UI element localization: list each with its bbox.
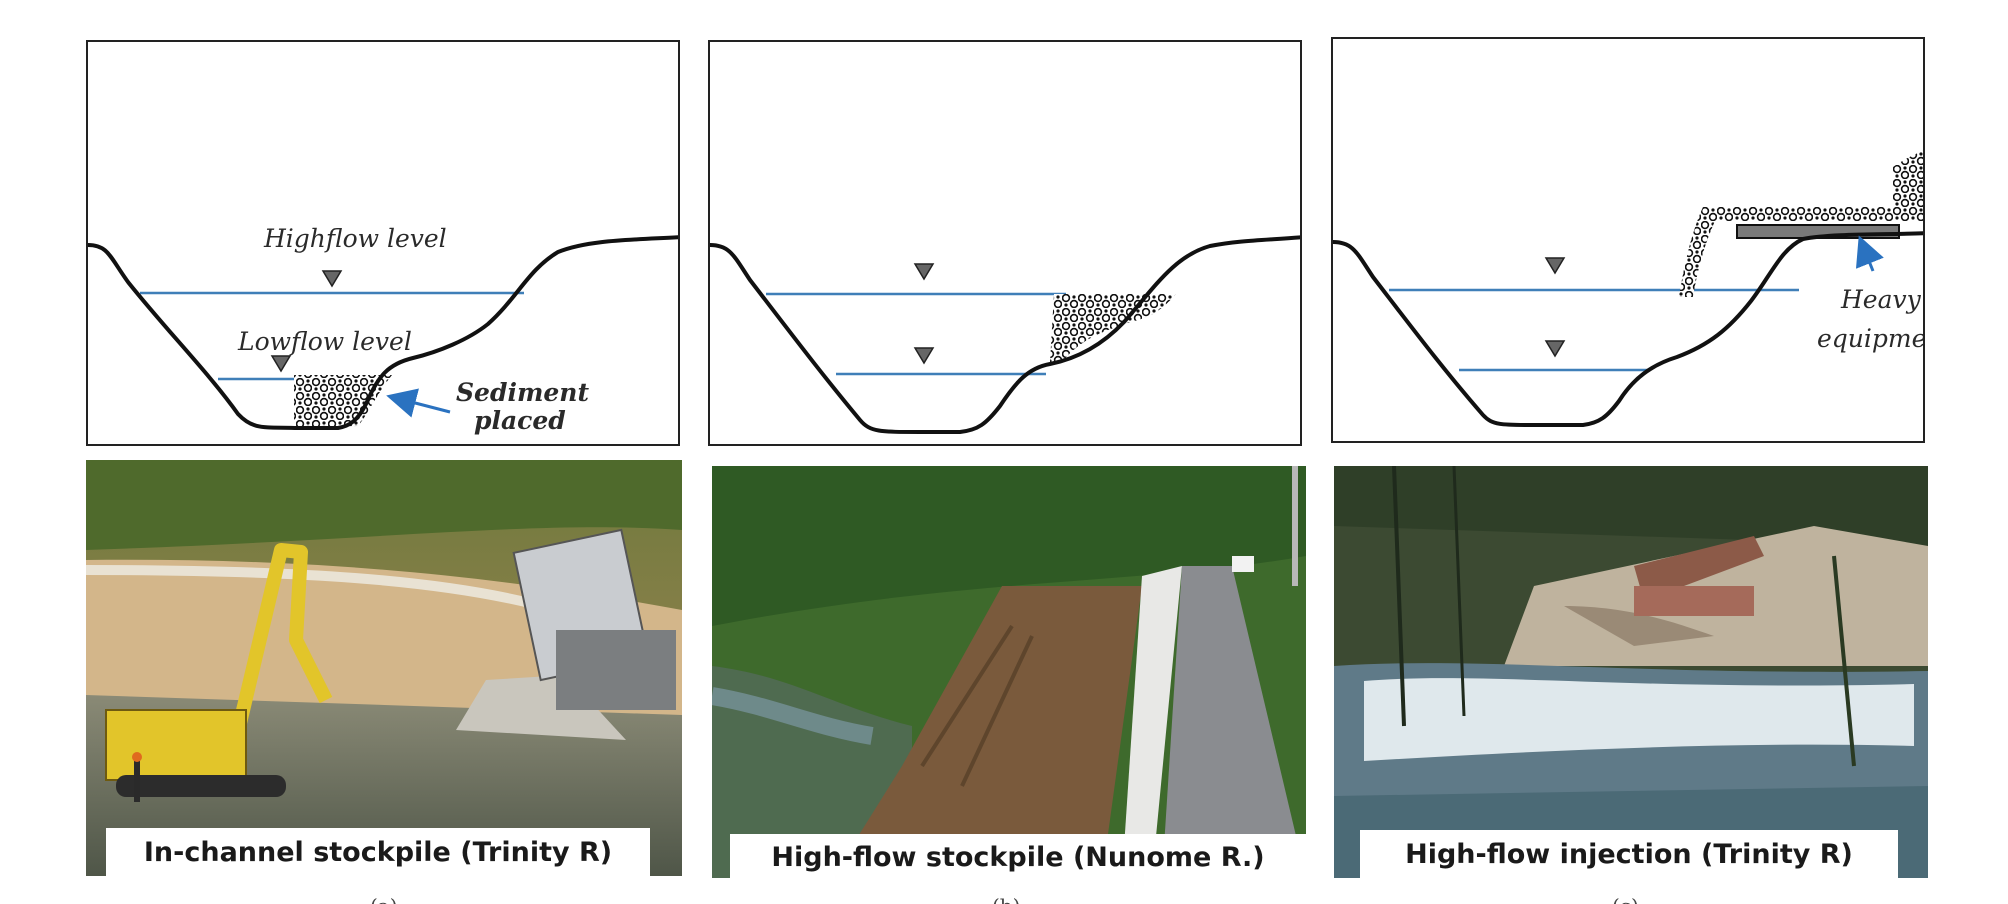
sediment-arrow	[386, 388, 451, 418]
lowflow-level-label: Lowflow level	[238, 327, 412, 356]
lowflow-marker	[1544, 340, 1566, 358]
diagram-high-flow-stockpile	[708, 40, 1302, 446]
gravel-stockpile	[1893, 150, 1923, 221]
caption-high-flow-injection: High-flow injection (Trinity R)	[1360, 830, 1898, 878]
heavy-equipment-label-line2: equipment	[1817, 324, 1925, 353]
lowflow-marker	[270, 355, 292, 373]
highflow-marker	[1544, 257, 1566, 275]
sublabel-b: (b)	[992, 896, 1020, 904]
sublabel-a: (a)	[370, 896, 398, 904]
sediment-label-line1: Sediment	[456, 378, 590, 407]
channel-profile	[88, 235, 678, 430]
caption-in-channel-stockpile: In-channel stockpile (Trinity R)	[106, 828, 650, 876]
lowflow-marker	[913, 347, 935, 365]
diagram-in-channel-stockpile: Highflow level Lowflow level Sediment pl…	[86, 40, 680, 446]
highflow-level-label: Highflow level	[264, 224, 447, 253]
sublabel-c: (c)	[1612, 896, 1639, 904]
photo-nunome-high-flow	[712, 466, 1306, 878]
sediment-pile	[294, 375, 392, 427]
photo-trinity-in-channel	[86, 460, 682, 876]
channel-profile	[1333, 231, 1923, 428]
equipment-arrow	[1855, 235, 1884, 272]
caption-high-flow-stockpile: High-flow stockpile (Nunome R.)	[730, 834, 1306, 880]
channel-profile	[710, 235, 1300, 434]
sediment-pile	[1050, 294, 1176, 362]
injection-gravel-stream	[1679, 207, 1893, 297]
photo-trinity-high-flow-injection	[1334, 466, 1928, 878]
diagram-high-flow-injection: Heavy equipment	[1331, 37, 1925, 443]
highflow-marker	[913, 263, 935, 281]
heavy-equipment-label-line1: Heavy	[1841, 285, 1921, 314]
sediment-label-line2: placed	[474, 406, 566, 435]
highflow-marker	[321, 270, 343, 288]
